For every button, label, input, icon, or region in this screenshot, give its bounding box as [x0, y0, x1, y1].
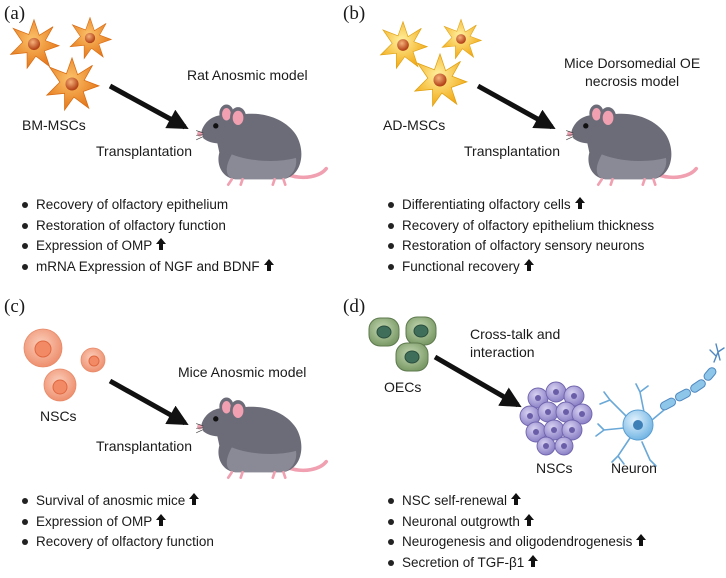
panel-d-tag: (d) [343, 296, 366, 317]
list-item: Recovery of olfactory function [22, 532, 214, 553]
oec-cells-icon [368, 316, 437, 372]
list-item: Restoration of olfactory sensory neurons [388, 236, 654, 257]
panel-d-bullets: NSC self-renewal Neuronal outgrowth Neur… [388, 491, 647, 574]
nsc-label: NSCs [40, 408, 77, 424]
nsc-cluster-icon [519, 381, 593, 456]
list-item: NSC self-renewal [388, 491, 646, 512]
up-arrow-icon [523, 257, 534, 278]
transplant-arrow-icon [108, 83, 189, 130]
panel-c-tag: (c) [4, 296, 26, 317]
list-item: Expression of OMP [22, 512, 214, 533]
up-arrow-icon [574, 195, 585, 216]
up-arrow-icon [523, 512, 534, 533]
panel-c-bullets: Survival of anosmic mice Expression of O… [22, 491, 214, 553]
panel-b-model-label-2: necrosis model [585, 73, 680, 89]
list-item: Neuronal outgrowth [388, 512, 646, 533]
panel-a-arrow-label: Transplantation [96, 143, 192, 159]
nsc-cells-icon [23, 328, 106, 402]
up-arrow-icon [511, 491, 522, 512]
panel-b-arrow-label: Transplantation [464, 143, 560, 159]
nsc-cluster-label: NSCs [536, 460, 573, 476]
list-item: Recovery of olfactory epithelium thickne… [388, 216, 654, 237]
up-arrow-icon [189, 491, 200, 512]
list-item: Restoration of olfactory function [22, 216, 274, 237]
up-arrow-icon [528, 553, 539, 574]
transplant-arrow-icon [108, 378, 189, 426]
up-arrow-icon [263, 257, 274, 278]
neuron-label: Neuron [611, 460, 657, 476]
list-item: Expression of OMP [22, 236, 274, 257]
panel-a-model-label: Rat Anosmic model [187, 67, 308, 83]
ad-msc-label: AD-MSCs [383, 117, 446, 133]
bm-msc-label: BM-MSCs [22, 117, 86, 133]
list-item: Recovery of olfactory epithelium [22, 195, 274, 216]
panel-b-tag: (b) [343, 3, 366, 24]
panel-a-tag: (a) [4, 3, 26, 24]
up-arrow-icon [156, 236, 167, 257]
list-item: Secretion of TGF-β1 [388, 553, 646, 574]
list-item: Survival of anosmic mice [22, 491, 214, 512]
panel-a-bullets: Recovery of olfactory epithelium Restora… [22, 195, 274, 277]
crosstalk-arrow-icon [433, 354, 522, 408]
transplant-arrow-icon [476, 83, 556, 130]
list-item: Functional recovery [388, 257, 654, 278]
neuron-icon [595, 343, 725, 467]
panel-b-model-label-1: Mice Dorsomedial OE [564, 55, 701, 71]
list-item: Neurogenesis and oligodendrogenesis [388, 532, 647, 553]
crosstalk-label-1: Cross-talk and [470, 326, 561, 342]
panel-c-model-label: Mice Anosmic model [178, 364, 307, 380]
crosstalk-label-2: interaction [470, 344, 535, 360]
up-arrow-icon [156, 512, 167, 533]
oec-label: OECs [384, 379, 422, 395]
panel-b-bullets: Differentiating olfactory cells Recovery… [388, 195, 654, 277]
list-item: mRNA Expression of NGF and BDNF [22, 257, 274, 278]
list-item: Differentiating olfactory cells [388, 195, 654, 216]
up-arrow-icon [636, 532, 647, 553]
panel-c-arrow-label: Transplantation [96, 438, 192, 454]
